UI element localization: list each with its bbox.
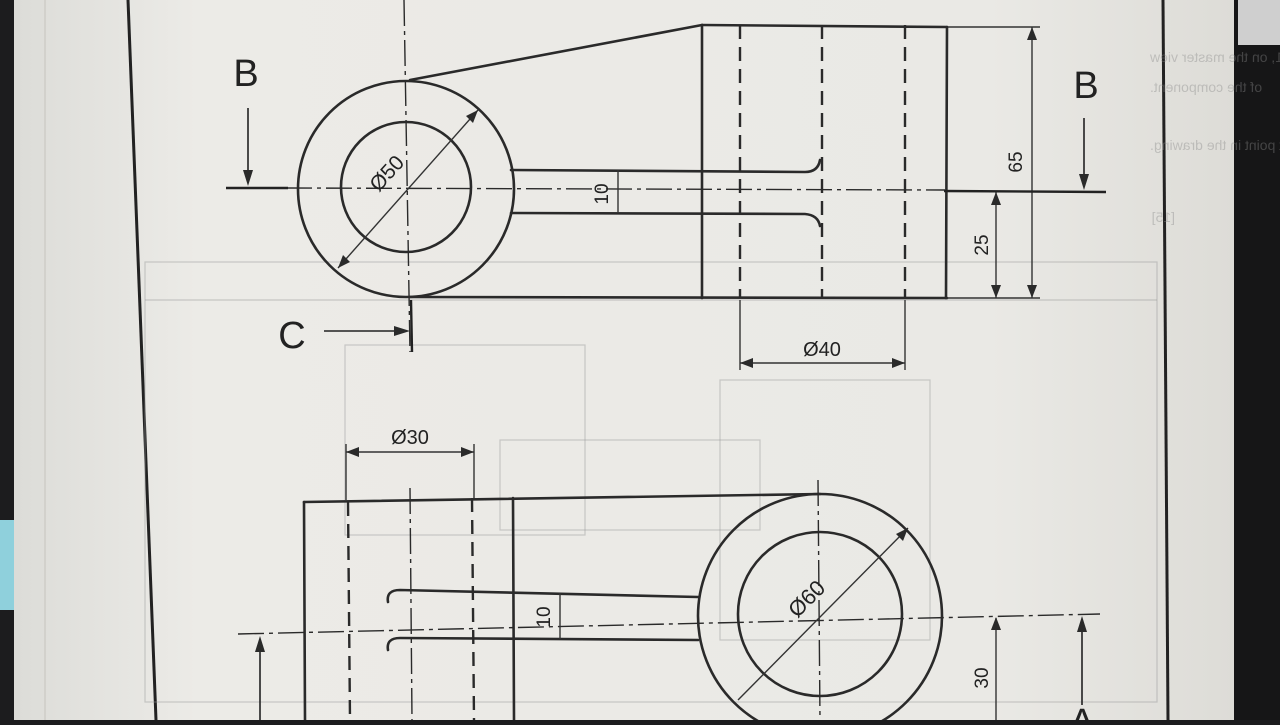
cut-c-arrow-head [394, 326, 410, 336]
top-inner-circle [339, 120, 473, 254]
frame-right-border [1161, 0, 1170, 721]
bottom-slot-upper [386, 588, 700, 604]
top-lower-edge [408, 295, 949, 300]
bottom-dim-30h-arrow [991, 617, 1001, 630]
bottom-dim-60-arrow [896, 528, 908, 541]
section-a-left-arrow-head [255, 636, 265, 652]
cut-c-label: C [278, 315, 305, 357]
top-dim-circle-leader [337, 109, 479, 269]
top-slot-lower [509, 211, 822, 228]
bottom-hidden-line-1 [346, 501, 352, 721]
top-dim-25-label: 25 [972, 234, 993, 255]
ghost-text-2: of the component. [1150, 79, 1262, 95]
top-dim-40-arrow-left [740, 358, 753, 368]
right-dark-edge [1230, 0, 1280, 720]
bottom-dim-30-arrow-right [461, 447, 474, 457]
top-dim-65-arrow-bottom [1027, 285, 1037, 298]
bottom-dim-30-arrow-left [346, 447, 359, 457]
ghost-text-1: Do not draw the given views of the compo… [1149, 49, 1280, 65]
ghost-rect-2 [499, 439, 761, 531]
top-dim-65-label: 65 [1006, 151, 1027, 172]
ghost-rect-3 [719, 379, 931, 641]
top-circle-vertical-centerline [403, 0, 411, 353]
section-b-right-arrow-head [1079, 174, 1089, 190]
top-view: Ø50 10 65 25 Ø40 B B [226, 0, 1107, 370]
section-a-right-label: A [1069, 702, 1095, 720]
corner-object [1238, 0, 1280, 45]
section-b-right-label: B [1073, 65, 1098, 107]
top-dim-40-arrow-right [892, 358, 905, 368]
top-dim-25-arrow-bottom [991, 285, 1001, 298]
top-block-right-edge [944, 25, 949, 300]
bottom-view: Ø30 10 Ø60 30 A [237, 427, 1101, 725]
top-dim-40-label: Ø40 [803, 339, 841, 361]
top-dim-65-arrow-top [1027, 27, 1037, 40]
left-screen-glow [0, 520, 18, 610]
bottom-horizontal-centerline [237, 613, 1101, 635]
paper-sheet [14, 0, 1234, 720]
section-a-right-arrow-head [1077, 616, 1087, 632]
bottom-dim-30-label: Ø30 [391, 427, 429, 449]
bottom-outer-circle [696, 492, 944, 725]
top-tangent-edge [408, 23, 704, 82]
top-slot-upper [509, 158, 822, 174]
bottom-upper-edge [302, 492, 822, 504]
bottom-dim-slot-label: 10 [534, 606, 555, 627]
ghost-text-3: Point P must be the lowest point in the … [1150, 137, 1280, 153]
cut-c-plane-line [409, 299, 414, 353]
section-b-right-cut [943, 189, 1107, 194]
bottom-circle-vertical-centerline [817, 479, 821, 721]
top-outer-circle [296, 79, 516, 299]
bottom-hidden-line-2 [470, 497, 476, 721]
bottom-dim-30h-label: 30 [972, 667, 993, 688]
top-dim-slot-label: 10 [592, 183, 613, 204]
section-b-left-arrow-head [243, 170, 253, 186]
top-dim-arrow-lower [338, 255, 350, 268]
bottom-block-right-edge [511, 496, 516, 722]
ghost-marks: [15] [1152, 209, 1175, 225]
bottom-slot-lower [386, 636, 700, 652]
ghost-frame [144, 261, 1158, 703]
bottom-block-centerline [409, 487, 413, 721]
frame-left-border [126, 0, 158, 721]
top-dim-arrow-upper [466, 110, 478, 123]
ghost-rect-1 [344, 344, 586, 536]
bottom-dim-60-leader [737, 527, 909, 701]
top-dim-25-arrow-top [991, 192, 1001, 205]
bottom-block-left-edge [302, 500, 307, 722]
top-horizontal-centerline [285, 187, 946, 191]
showthrough-layer: Do not draw the given views of the compo… [144, 49, 1280, 703]
section-b-left-label: B [233, 53, 258, 95]
